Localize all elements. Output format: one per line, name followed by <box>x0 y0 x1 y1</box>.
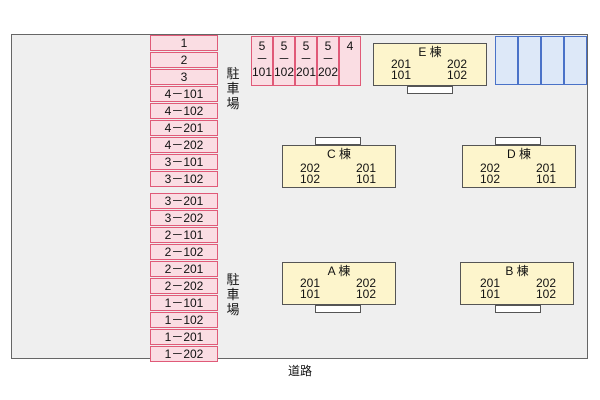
stall-line: 5 <box>280 39 288 53</box>
unit-number: 202 <box>355 276 377 290</box>
parking-stall: 1－101 <box>150 295 218 311</box>
unit-number: 101 <box>299 287 321 301</box>
building-entrance <box>495 137 541 145</box>
parking-stall: 3－101 <box>150 154 218 170</box>
parking-label-char: 駐 <box>226 272 240 287</box>
unit-number: 102 <box>355 287 377 301</box>
building-b: B 棟 201 101 202 102 <box>460 262 574 305</box>
parking-label-lower: 駐 車 場 <box>226 272 240 317</box>
parking-label-char: 駐 <box>226 66 240 81</box>
road-label: 道路 <box>287 364 312 378</box>
parking-stall: 2－201 <box>150 261 218 277</box>
parking-stall: 4－102 <box>150 103 218 119</box>
unit-number: 102 <box>446 68 468 82</box>
unit-number: 202 <box>446 57 468 71</box>
unit-number: 102 <box>299 172 321 186</box>
unit-number: 102 <box>479 172 501 186</box>
building-e: E 棟 201 101 202 102 <box>373 43 487 86</box>
unit-number: 201 <box>355 161 377 175</box>
parking-stall: 2－202 <box>150 278 218 294</box>
stall-line: 5 <box>324 39 332 53</box>
parking-stall: 3 <box>150 69 218 85</box>
parking-stall: 3－201 <box>150 193 218 209</box>
unit-number: 201 <box>535 161 557 175</box>
stall-line: 4 <box>346 39 354 53</box>
building-name: C 棟 <box>326 147 351 161</box>
parking-stall: 2－102 <box>150 244 218 260</box>
building-name: E 棟 <box>418 45 442 59</box>
stall-line: － <box>321 52 334 66</box>
stall-line: 101 <box>252 65 273 79</box>
unit-number: 102 <box>535 287 557 301</box>
parking-stall: 4－202 <box>150 137 218 153</box>
parking-blue-area <box>495 36 587 85</box>
parking-left-upper: 1 2 3 4－101 4－102 4－201 4－202 3－101 3－10… <box>150 35 218 188</box>
unit-number: 202 <box>299 161 321 175</box>
parking-stall-blue <box>564 36 587 85</box>
parking-stall: 3－202 <box>150 210 218 226</box>
parking-stall: 4－201 <box>150 120 218 136</box>
stall-line: － <box>299 52 312 66</box>
stall-line: 5 <box>258 39 266 53</box>
unit-number: 202 <box>535 276 557 290</box>
building-entrance <box>315 305 361 313</box>
parking-stall: 4－101 <box>150 86 218 102</box>
unit-number: 201 <box>479 276 501 290</box>
stall-line: 5 <box>302 39 310 53</box>
building-entrance <box>315 137 361 145</box>
stall-line: 102 <box>274 65 295 79</box>
parking-stall: 2 <box>150 52 218 68</box>
stall-line: 201 <box>296 65 317 79</box>
unit-number: 101 <box>355 172 377 186</box>
parking-stall: 1 <box>150 35 218 51</box>
unit-number: 101 <box>479 287 501 301</box>
parking-stall-top: 5 － 101 <box>251 36 273 86</box>
parking-stall-top: 4 <box>339 36 361 86</box>
building-d: D 棟 202 102 201 101 <box>462 145 576 188</box>
parking-stall-blue <box>518 36 541 85</box>
stall-line: － <box>277 52 290 66</box>
unit-number: 101 <box>390 68 412 82</box>
parking-stall-top: 5 － 102 <box>273 36 295 86</box>
parking-stall-top: 5 － 201 <box>295 36 317 86</box>
unit-number: 202 <box>479 161 501 175</box>
unit-number: 201 <box>299 276 321 290</box>
parking-label-char: 場 <box>226 302 240 317</box>
building-entrance <box>407 86 453 94</box>
stall-line: － <box>255 52 268 66</box>
parking-stall: 2－101 <box>150 227 218 243</box>
stall-line: 202 <box>318 65 339 79</box>
parking-stall-top: 5 － 202 <box>317 36 339 86</box>
building-name: D 棟 <box>506 147 531 161</box>
building-entrance <box>495 305 541 313</box>
parking-stall: 3－102 <box>150 171 218 187</box>
unit-number: 201 <box>390 57 412 71</box>
building-name: A 棟 <box>327 264 351 278</box>
building-c: C 棟 202 102 201 101 <box>282 145 396 188</box>
unit-number: 101 <box>535 172 557 186</box>
parking-top-row: 5 － 101 5 － 102 5 － 201 5 － 202 4 <box>251 36 361 86</box>
parking-stall-blue <box>495 36 518 85</box>
building-a: A 棟 201 101 202 102 <box>282 262 396 305</box>
parking-left-lower: 3－201 3－202 2－101 2－102 2－201 2－202 1－10… <box>150 193 218 363</box>
parking-stall: 1－201 <box>150 329 218 345</box>
building-name: B 棟 <box>505 264 529 278</box>
parking-label-char: 車 <box>226 287 240 302</box>
parking-stall: 1－202 <box>150 346 218 362</box>
parking-stall: 1－102 <box>150 312 218 328</box>
parking-stall-blue <box>541 36 564 85</box>
parking-label-upper: 駐 車 場 <box>226 66 240 111</box>
parking-label-char: 車 <box>226 81 240 96</box>
parking-label-char: 場 <box>226 96 240 111</box>
